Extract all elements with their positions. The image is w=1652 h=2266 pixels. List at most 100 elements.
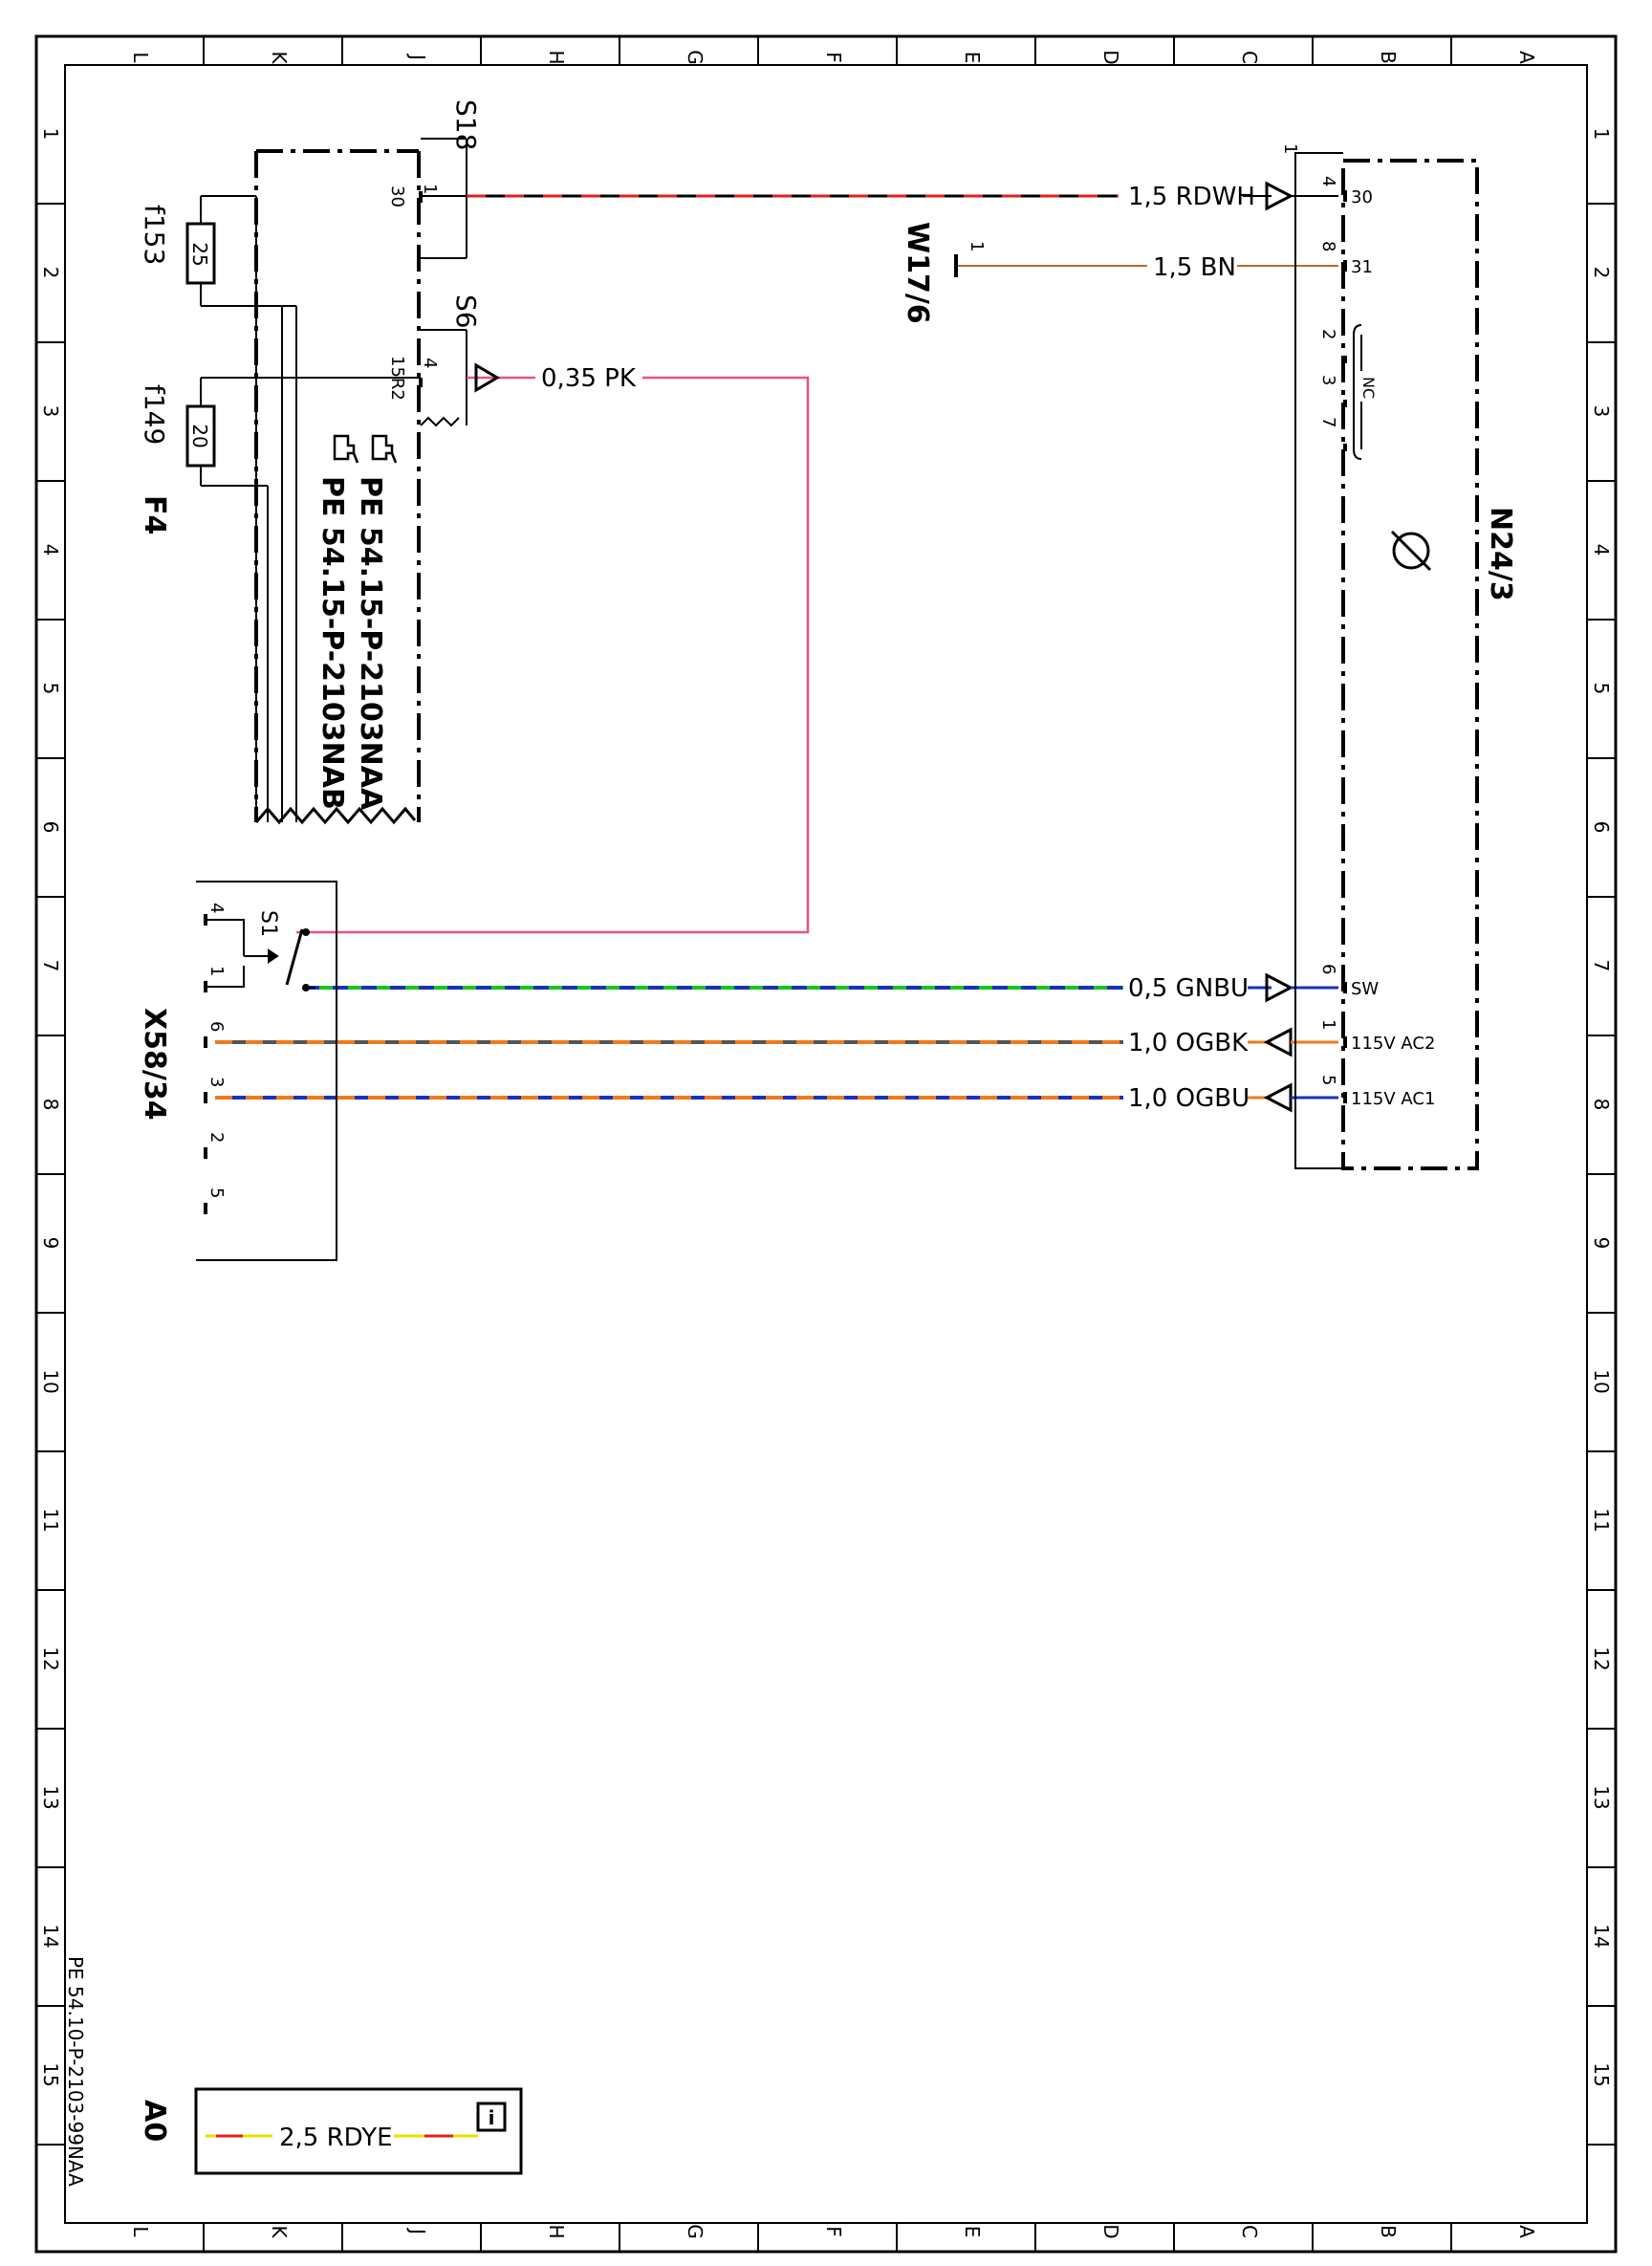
reference-link-1[interactable]: PE 54.15-P-2103NAA [354, 476, 387, 811]
switch-s6-label: S6 [450, 294, 482, 329]
x58-pin-4: 4 [206, 903, 227, 913]
x58-pin-2: 2 [206, 1132, 227, 1143]
row-label-right: 6 [1590, 821, 1613, 834]
hand-pointer-icon [371, 434, 398, 464]
row-label-left: 9 [39, 1237, 62, 1250]
fuse-f153-label: f153 [139, 205, 170, 265]
col-label-bottom: B [1377, 2225, 1400, 2238]
fuse-f153-rating: 25 [188, 242, 211, 266]
wire-pk-label: 0,35 PK [541, 364, 637, 393]
wire-bn-label: 1,5 BN [1153, 253, 1236, 282]
col-label-top: K [268, 51, 291, 64]
n24-pin-ac2-num: 1 [1318, 1019, 1338, 1030]
module-n24-3 [1294, 152, 1479, 1170]
fuse-f149-rating: 20 [188, 424, 211, 447]
row-label-left: 3 [39, 405, 62, 418]
w17-label: W17/6 [901, 222, 934, 324]
n24-pin-30-name: 30 [1351, 187, 1373, 207]
n24-nc-pin-3: 7 [1318, 417, 1338, 427]
col-label-bottom: L [129, 2226, 152, 2237]
n24-pin-sw-num: 6 [1318, 964, 1338, 974]
warning-lamp-icon [1390, 530, 1432, 572]
col-label-bottom: E [961, 2226, 984, 2238]
reference-link-2[interactable]: PE 54.15-P-2103NAB [315, 476, 349, 810]
col-label-top: A [1515, 51, 1538, 64]
drawing-frame: L K J H G F E D C B A L K J H G F E D C … [34, 34, 1618, 2254]
module-outline [254, 149, 421, 822]
wire-pk [296, 376, 810, 934]
fuse-f149-label: f149 [139, 384, 170, 445]
row-label-right: 13 [1590, 1785, 1613, 1809]
row-label-right: 5 [1590, 683, 1613, 695]
row-label-right: 14 [1590, 1924, 1613, 1948]
fuse-box-label: F4 [138, 495, 171, 534]
col-label-top: J [406, 53, 429, 60]
switch-s6 [256, 329, 467, 427]
row-label-left: 6 [39, 821, 62, 834]
x58-pin-3: 3 [206, 1077, 227, 1087]
n24-pin-ac2-name: 115V AC2 [1351, 1034, 1435, 1054]
row-label-right: 1 [1590, 128, 1613, 141]
col-label-bottom: H [545, 2224, 568, 2238]
column-dividers [203, 36, 1452, 2252]
row-label-right: 10 [1590, 1369, 1613, 1393]
row-label-left: 2 [39, 267, 62, 279]
row-label-right: 15 [1590, 2062, 1613, 2086]
col-label-top: B [1377, 51, 1400, 64]
s6-pin-b: 15R2 [387, 356, 407, 401]
x58-pin-5: 5 [206, 1187, 227, 1198]
n24-pin-sw-name: SW [1351, 979, 1379, 999]
n24-pin-31-num: 8 [1318, 241, 1338, 251]
n24-pin-ac1-num: 5 [1318, 1075, 1338, 1085]
col-label-top: F [822, 52, 845, 63]
col-label-bottom: C [1238, 2225, 1261, 2238]
connector-x58-label: X58/34 [138, 1008, 171, 1121]
row-label-right: 9 [1590, 1237, 1613, 1250]
row-label-left: 15 [39, 2062, 62, 2086]
col-label-top: D [1099, 50, 1122, 64]
col-label-top: E [961, 52, 984, 64]
col-label-top: L [129, 52, 152, 63]
info-icon[interactable]: i [476, 2102, 507, 2132]
wire-ogbk-label: 1,0 OGBK [1128, 1029, 1249, 1057]
row-label-right: 12 [1590, 1646, 1613, 1670]
break-line [254, 806, 417, 825]
wire-gnbu-label: 0,5 GNBU [1128, 974, 1249, 1003]
row-label-left: 11 [39, 1508, 62, 1532]
row-label-left: 13 [39, 1785, 62, 1809]
row-dividers [36, 203, 1616, 2146]
arrow-triangle-icon [474, 362, 500, 393]
col-label-bottom: J [406, 2227, 429, 2234]
fuse-block [185, 195, 297, 822]
col-label-top: H [545, 50, 568, 64]
module-n24-label: N24/3 [1484, 507, 1517, 601]
n24-top-pin: 1 [1280, 143, 1300, 154]
n24-pin-31-name: 31 [1351, 257, 1373, 277]
col-label-bottom: K [268, 2225, 291, 2238]
row-label-left: 8 [39, 1099, 62, 1111]
nc-label: NC [1359, 377, 1378, 399]
legend-wire-label: 2,5 RDYE [279, 2124, 393, 2152]
row-label-right: 4 [1590, 544, 1613, 556]
row-label-left: 12 [39, 1646, 62, 1670]
s18-pin-a: 1 [420, 184, 440, 194]
col-label-top: C [1238, 51, 1261, 64]
hand-pointer-icon [333, 434, 359, 464]
col-label-bottom: A [1515, 2225, 1538, 2238]
row-label-left: 4 [39, 544, 62, 556]
col-label-top: G [684, 50, 706, 65]
row-label-left: 10 [39, 1369, 62, 1393]
col-label-bottom: G [684, 2224, 706, 2239]
row-label-right: 7 [1590, 960, 1613, 972]
n24-nc-pin-1: 2 [1318, 329, 1338, 339]
row-label-left: 1 [39, 128, 62, 141]
document-id: PE 54.10-P-2103-99NAA [64, 1956, 87, 2187]
col-label-bottom: F [822, 2226, 845, 2237]
svg-text:i: i [489, 2106, 495, 2129]
connector-x58-34 [196, 881, 337, 1261]
s18-pin-b: 30 [387, 185, 407, 207]
wire-ogbu-label: 1,0 OGBU [1128, 1084, 1250, 1113]
switch-s1-label: S1 [256, 910, 280, 937]
x58-pin-6: 6 [206, 1021, 227, 1032]
